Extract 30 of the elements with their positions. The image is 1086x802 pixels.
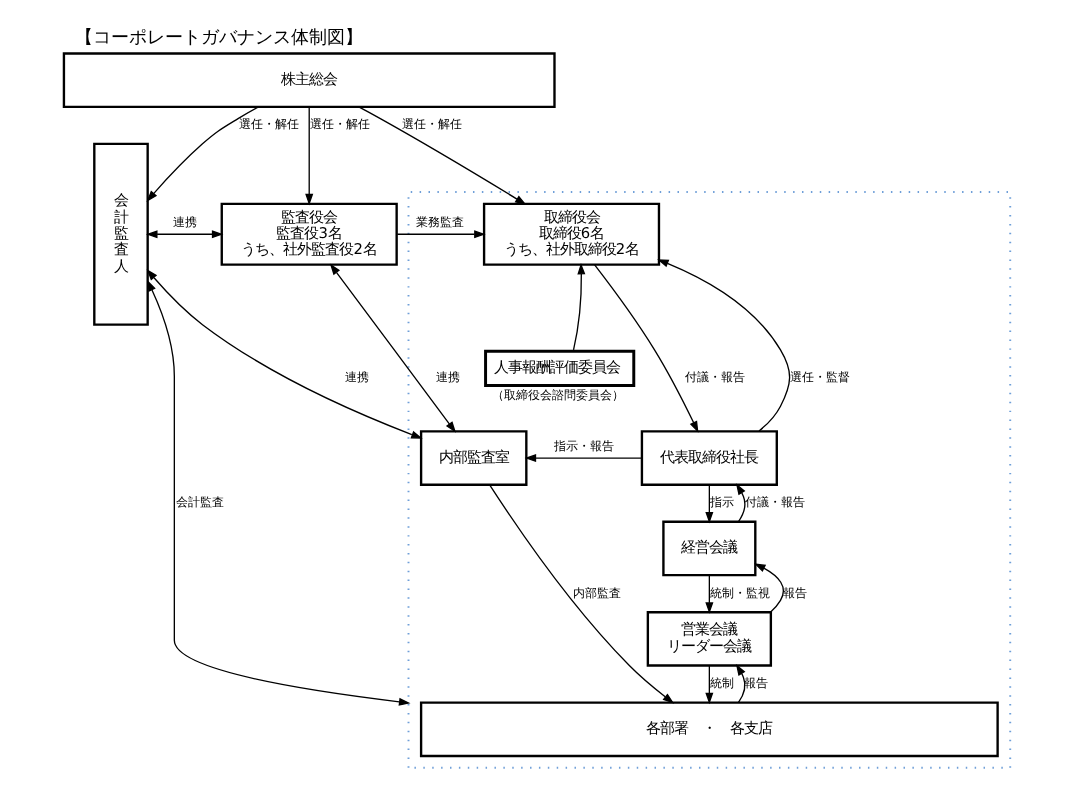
arrow xyxy=(146,269,423,439)
node-box: 内部監査室 xyxy=(419,430,528,486)
arrow xyxy=(735,483,746,523)
arrow xyxy=(735,664,746,704)
arrow xyxy=(753,563,785,613)
node-box: 営業会議 リーダー会議 xyxy=(646,611,773,667)
arrow xyxy=(329,263,457,433)
node-box: 会計監査人 xyxy=(93,142,149,326)
arrow xyxy=(705,484,714,524)
node-box: 株主総会 xyxy=(62,52,556,108)
arrow xyxy=(594,264,699,433)
diagram-title: 【コーポレートガバナンス体制図】 xyxy=(74,28,363,49)
arrow xyxy=(705,574,714,614)
arrow xyxy=(145,230,224,239)
arrow xyxy=(489,484,675,704)
node-box: 各部署 ・ 各支店 xyxy=(419,701,999,758)
arrow xyxy=(358,106,527,205)
arrow xyxy=(572,262,586,351)
arrow xyxy=(657,259,791,432)
arrow xyxy=(396,230,486,239)
arrow xyxy=(146,106,260,202)
node-box: 監査役会 監査役3名 うち、社外監査役2名 xyxy=(220,202,398,266)
arrow xyxy=(147,279,411,706)
node-box: 人事報酬評価委員会 xyxy=(484,349,636,387)
node-box: 代表取締役社長 xyxy=(640,430,778,486)
node-box: 取締役会 取締役6名 うち、社外取締役2名 xyxy=(482,202,661,266)
arrow xyxy=(524,454,643,463)
arrow xyxy=(305,106,314,206)
node-box: 経営会議 xyxy=(662,520,757,577)
arrow xyxy=(705,665,714,705)
